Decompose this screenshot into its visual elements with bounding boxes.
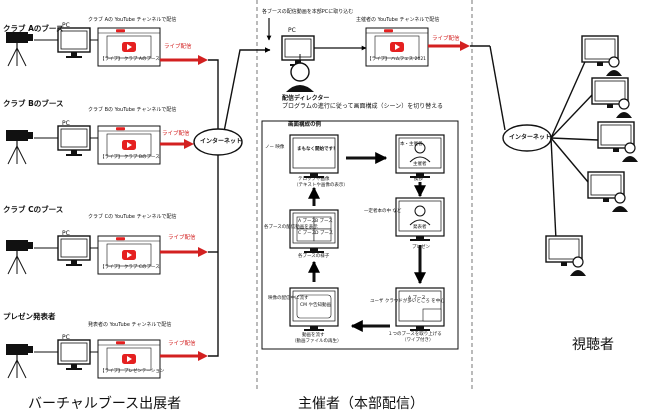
host-title: 【ライブ】 ハムフェス 2021 bbox=[367, 57, 427, 62]
scene-booth-a-text: A ブース bbox=[408, 296, 426, 301]
presenter-title: 【ライブ】 プレゼンテーション bbox=[100, 369, 165, 374]
booth-row-presenter bbox=[5, 339, 208, 379]
scene-cm-label: 映像の配信中に流す bbox=[268, 296, 309, 301]
pc-monitor-icon bbox=[57, 339, 91, 371]
label-host-cam: 本・主催者 bbox=[400, 142, 423, 147]
booth-b-channel: クラブ Bの YouTube チャンネルで配信 bbox=[88, 107, 177, 113]
scene-host-caption: 挨拶 bbox=[414, 177, 423, 182]
booth-b-pc: PC bbox=[62, 120, 70, 127]
viewer-3 bbox=[597, 121, 639, 163]
viewer-2 bbox=[591, 77, 633, 119]
presenter-pc: PC bbox=[62, 334, 70, 341]
booth-row-b bbox=[5, 125, 194, 165]
booth-b-title: 【ライブ】 クラブ Bのブース bbox=[100, 155, 160, 160]
label-booth-a: ユーザ クラウドが多いところ を中心 bbox=[370, 299, 445, 304]
section-title-virtual: バーチャルブース出展者 bbox=[28, 396, 182, 412]
label-now: ノー 映像 bbox=[265, 145, 285, 150]
booth-c-pc: PC bbox=[62, 230, 70, 237]
viewer-1 bbox=[581, 35, 623, 77]
viewer-4 bbox=[587, 171, 629, 213]
camera-icon bbox=[5, 239, 34, 275]
pc-monitor-icon bbox=[57, 125, 91, 157]
booth-cell-a: A ブース bbox=[298, 219, 316, 224]
pc-monitor-icon bbox=[57, 235, 91, 267]
label-booth-walk: 各ブースの配信動画を表示 bbox=[264, 225, 318, 230]
camera-icon bbox=[5, 343, 34, 379]
scene-opening-caption: テロップや画像 bbox=[298, 177, 330, 182]
host-ingest: 各ブースの配信動画を本部PCに取り込む bbox=[262, 9, 354, 15]
booth-a-title: 【ライブ】 クラブ Aのブース bbox=[100, 57, 160, 62]
example-title: 画面構成の例 bbox=[288, 122, 322, 128]
host-pc-monitor-icon bbox=[281, 35, 315, 67]
label-next: 一定者本の中 など bbox=[364, 209, 402, 214]
host-pc: PC bbox=[288, 27, 296, 34]
booth-a-live: ライブ配信 bbox=[164, 44, 192, 50]
booth-row-c bbox=[5, 235, 208, 275]
booth-b-name: クラブ Bのブース bbox=[3, 99, 64, 108]
booth-cell-c: C ブース bbox=[298, 231, 316, 236]
scene-presenter-text: 発表者 bbox=[413, 225, 427, 230]
booth-b-live: ライブ配信 bbox=[162, 131, 190, 137]
presenter-name: プレゼン発表者 bbox=[3, 312, 56, 321]
internet-label-left: インターネット bbox=[200, 138, 243, 145]
scene-cm-caption: 動画を流す bbox=[302, 333, 325, 338]
booth-a-pc: PC bbox=[62, 22, 70, 29]
scene-cm-text: CM や告知動画 bbox=[300, 303, 331, 308]
booth-a-channel: クラブ Aの YouTube チャンネルで配信 bbox=[88, 17, 177, 23]
viewers-label: 視聴者 bbox=[572, 337, 614, 353]
presenter-live: ライブ配信 bbox=[168, 341, 196, 347]
director-icon bbox=[290, 62, 310, 82]
booth-cell-b: B ブース bbox=[315, 219, 333, 224]
scene-opening bbox=[289, 134, 339, 179]
viewer-5 bbox=[545, 235, 587, 277]
director-label: 配信ディレクター bbox=[282, 95, 330, 102]
scene-booth-a-caption2: （ワイプ付き） bbox=[402, 338, 434, 343]
scene-booth-a-caption: １つのブースを取り上げる bbox=[388, 332, 442, 337]
director-desc: プログラムの進行に従って画面構成（シーン）を切り替える bbox=[282, 103, 444, 110]
booth-c-title: 【ライブ】 クラブ Cのブース bbox=[100, 265, 160, 270]
scene-presenter-caption: プレゼン bbox=[412, 245, 430, 250]
host-live: ライブ配信 bbox=[432, 36, 460, 42]
scene-opening-text: まもなく開始です！ bbox=[297, 147, 338, 152]
presenter-channel: 発表者の YouTube チャンネルで配信 bbox=[88, 322, 172, 328]
internet-label-right: インターネット bbox=[509, 134, 552, 141]
internet-cloud-left bbox=[193, 128, 243, 156]
camera-icon bbox=[5, 31, 34, 67]
booth-cell-d: D ブース bbox=[315, 231, 334, 236]
booth-c-name: クラブ Cのブース bbox=[3, 205, 64, 214]
scene-opening-caption2: （テキストや画像の表示） bbox=[294, 183, 348, 188]
scene-cm-caption2: （動画ファイルの再生） bbox=[292, 339, 342, 344]
booth-row-a bbox=[5, 27, 208, 67]
scene-host-text: 主催者 bbox=[413, 162, 427, 167]
section-title-host: 主催者（本部配信） bbox=[298, 396, 424, 412]
scene-booths-caption: 各ブースの様子 bbox=[298, 254, 330, 259]
booth-c-channel: クラブ Cの YouTube チャンネルで配信 bbox=[88, 214, 177, 220]
host-channel: 主催者の YouTube チャンネルで配信 bbox=[356, 17, 440, 23]
booth-a-name: クラブ Aのブース bbox=[3, 24, 64, 33]
camera-icon bbox=[5, 129, 34, 165]
booth-c-live: ライブ配信 bbox=[168, 235, 196, 241]
